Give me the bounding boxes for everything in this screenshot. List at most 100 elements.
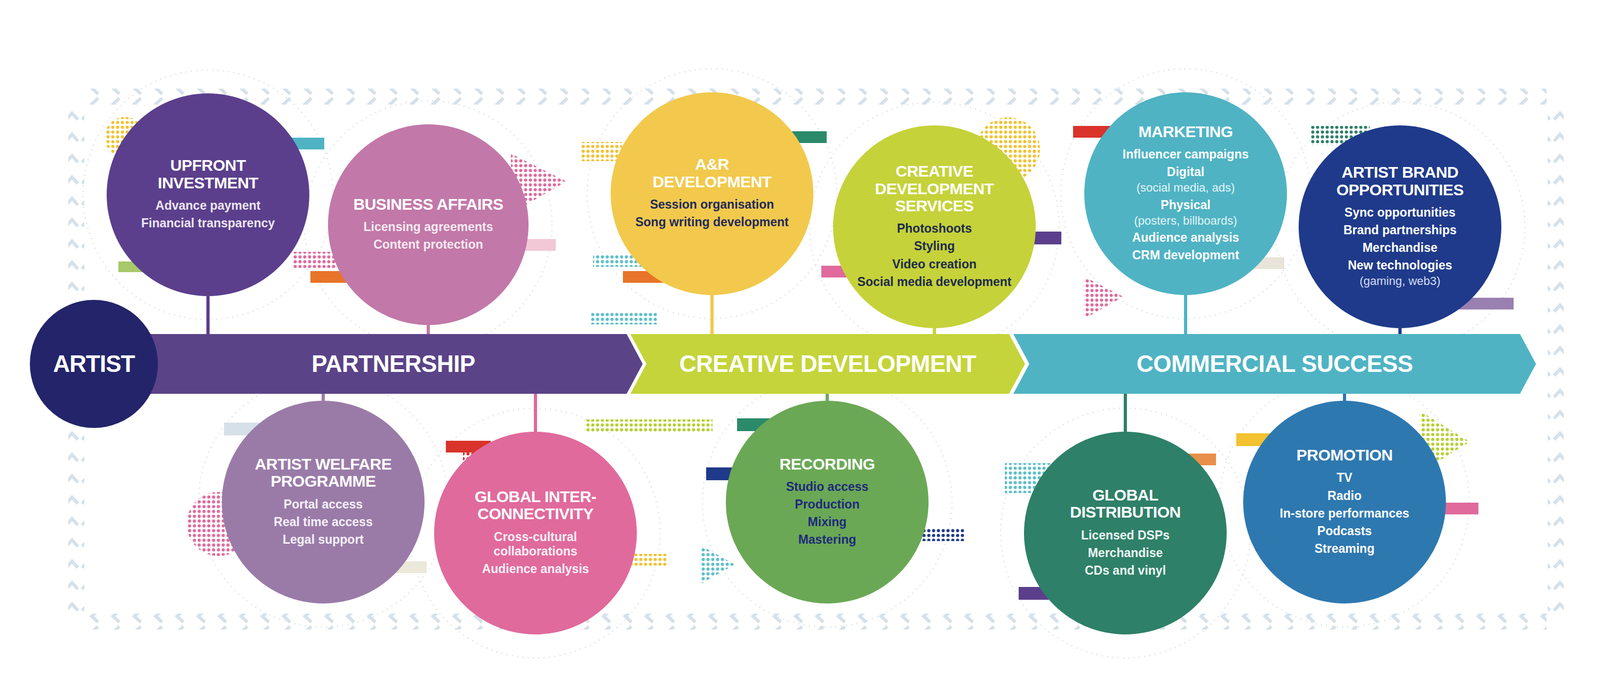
stem-connector — [426, 324, 430, 334]
circle-subnote: (posters, billboards) — [1133, 213, 1237, 228]
circle-content: ARTIST — [45, 350, 143, 377]
dotted-halo — [809, 101, 1060, 352]
circle-item: Licensing agreements — [363, 219, 494, 235]
circle-content: ARTIST BRAND OPPORTUNITIESSync opportuni… — [1323, 163, 1478, 290]
stage-band: CREATIVE DEVELOPMENT — [630, 333, 1026, 394]
stem-connector — [533, 393, 538, 432]
dotted-halo — [702, 377, 952, 627]
circle-subnote: (gaming, web3) — [1359, 274, 1441, 288]
service-circle: RECORDING Studio accessProductionMixingMa… — [725, 400, 929, 604]
service-circle: UPFRONT INVESTMENT Advance paymentFinanci… — [106, 93, 310, 296]
stem-connector — [710, 294, 714, 334]
service-circle: MARKETING Influencer campaignsDigital(soc… — [1084, 92, 1287, 295]
circle-item: Mixing — [808, 514, 847, 530]
stem-connector — [321, 393, 325, 401]
band-fill — [144, 333, 643, 394]
artist-circle: ARTIST — [29, 299, 158, 428]
circle-item: Production — [794, 497, 860, 512]
dotted-halo — [1219, 377, 1470, 627]
circle-heading: PROMOTION — [1296, 446, 1394, 464]
band-label: PARTNERSHIP — [311, 350, 476, 378]
circle-heading: MARKETING — [1138, 123, 1233, 141]
stem-connector — [825, 393, 829, 401]
circle-item: Styling — [914, 238, 956, 254]
circle-item: Social media development — [857, 274, 1012, 290]
circle-item: Video creation — [892, 257, 977, 272]
circle-item: Audience analysis — [1132, 230, 1240, 245]
circle-heading: GLOBAL INTER-CONNECTIVITY — [458, 488, 613, 523]
circle-heading: CREATIVE DEVELOPMENT SERVICES — [857, 162, 1012, 215]
circle-item: Licensed DSPs — [1081, 528, 1170, 543]
dotted-halo — [410, 408, 661, 658]
dotted-halo — [1060, 68, 1311, 319]
dotted-halo — [198, 377, 448, 627]
circle-item: Studio access — [786, 479, 869, 494]
stem-connector — [932, 328, 936, 334]
circle-item: Advance payment — [155, 198, 261, 213]
circle-item: Influencer campaigns — [1122, 147, 1249, 162]
circle-item: Legal support — [282, 532, 364, 547]
circle-item: Financial transparency — [141, 216, 276, 231]
circle-item: Portal access — [283, 497, 363, 512]
stage-band: COMMERCIAL SUCCESS — [1013, 333, 1536, 394]
circle-item: Mastering — [798, 532, 857, 547]
circle-item: Streaming — [1314, 541, 1375, 556]
circle-content: UPFRONT INVESTMENT Advance paymentFinanci… — [131, 156, 286, 232]
circle-item: Content protection — [373, 237, 484, 252]
band-label: CREATIVE DEVELOPMENT — [679, 350, 976, 378]
stem-connector — [206, 296, 210, 334]
dotted-halo — [304, 100, 552, 349]
stage-band: PARTNERSHIP — [144, 333, 643, 394]
circle-heading: ARTIST — [53, 350, 135, 377]
service-circle: GLOBAL DISTRIBUTION Licensed DSPsMerchand… — [1024, 431, 1227, 635]
stem-connector — [1398, 328, 1402, 334]
circle-item: Merchandise — [1088, 545, 1164, 560]
dotted-halo — [1000, 408, 1251, 658]
circle-heading: RECORDING — [779, 455, 876, 473]
circle-content: A&R DEVELOPMENT Session organisationSong … — [635, 155, 790, 231]
circle-content: BUSINESS AFFAIRS Licensing agreementsCont… — [352, 195, 505, 254]
service-circle: A&R DEVELOPMENT Session organisationSong … — [610, 92, 814, 295]
stem-connector — [1123, 393, 1127, 432]
circle-item: CRM development — [1132, 248, 1240, 263]
circle-heading: UPFRONT INVESTMENT — [131, 156, 286, 192]
circle-content: RECORDING Studio accessProductionMixingMa… — [750, 455, 905, 549]
service-circle: CREATIVE DEVELOPMENT SERVICES Photoshoots… — [833, 125, 1036, 328]
dotted-halo — [587, 68, 837, 319]
circle-item: Merchandise — [1362, 240, 1438, 255]
service-circle: PROMOTIONTVRadioIn-store performancesPod… — [1243, 400, 1446, 604]
circle-item: Digital — [1166, 164, 1205, 180]
circle-content: CREATIVE DEVELOPMENT SERVICES Photoshoots… — [857, 162, 1012, 291]
service-circle: ARTIST WELFARE PROGRAMMEPortal accessRea… — [221, 400, 425, 604]
circle-item: Radio — [1327, 488, 1362, 503]
circle-item: CDs and vinyl — [1084, 563, 1166, 578]
band-fill — [630, 333, 1026, 394]
circle-content: PROMOTIONTVRadioIn-store performancesPod… — [1267, 446, 1422, 558]
dotted-halos — [83, 68, 1525, 658]
circle-item: Physical — [1160, 197, 1211, 213]
circle-heading: BUSINESS AFFAIRS — [353, 195, 504, 213]
circle-item: Session organisation — [650, 197, 775, 212]
circle-item: Photoshoots — [897, 221, 973, 236]
circle-content: GLOBAL DISTRIBUTION Licensed DSPsMerchand… — [1048, 486, 1203, 580]
circle-heading: GLOBAL DISTRIBUTION — [1048, 486, 1203, 522]
service-circle: ARTIST BRAND OPPORTUNITIESSync opportuni… — [1298, 125, 1502, 328]
service-circle: GLOBAL INTER-CONNECTIVITYCross-cultural … — [434, 431, 637, 635]
circle-item: Brand partnerships — [1343, 222, 1457, 238]
dotted-halo — [1275, 101, 1525, 352]
chevron-border — [68, 88, 1564, 630]
circle-item: TV — [1336, 470, 1352, 485]
circle-heading: A&R DEVELOPMENT — [635, 155, 790, 191]
circle-content: GLOBAL INTER-CONNECTIVITYCross-cultural … — [458, 488, 613, 578]
circle-heading: ARTIST WELFARE PROGRAMME — [246, 455, 401, 491]
band-fill — [1013, 333, 1536, 394]
stem-connector — [1184, 294, 1188, 334]
band-label: COMMERCIAL SUCCESS — [1136, 350, 1413, 378]
service-circle: BUSINESS AFFAIRS Licensing agreementsCont… — [328, 124, 529, 325]
circle-subnote: (social media, ads) — [1136, 180, 1236, 195]
circle-item: Audience analysis — [482, 561, 590, 576]
circle-item: Song writing development — [635, 214, 789, 230]
circle-heading: ARTIST BRAND OPPORTUNITIES — [1323, 163, 1478, 199]
dotted-halo — [83, 69, 333, 320]
